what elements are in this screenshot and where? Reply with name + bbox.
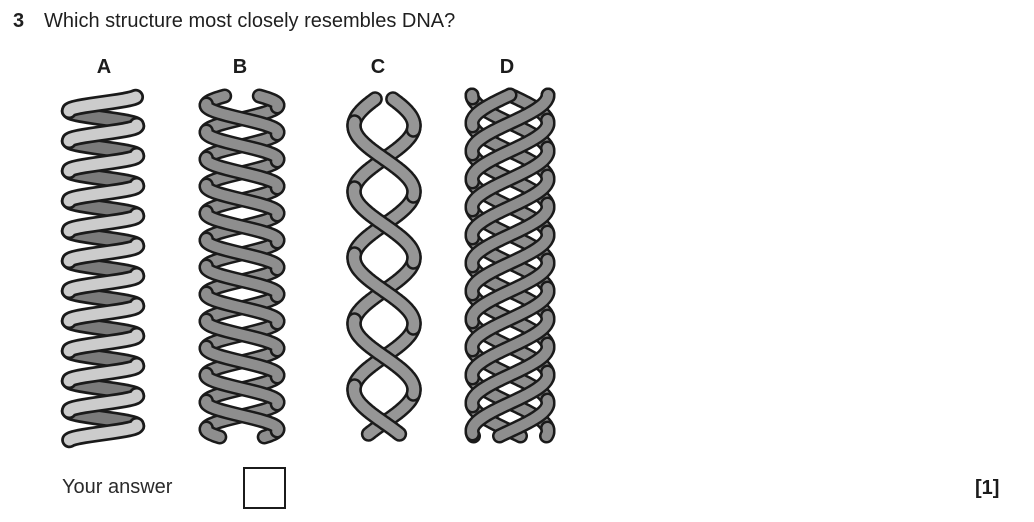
your-answer-label: Your answer bbox=[62, 476, 173, 498]
question-text: Which structure most closely resembles D… bbox=[44, 10, 456, 32]
tight-double-helix-icon bbox=[198, 88, 286, 445]
option-label-d: D bbox=[499, 56, 515, 78]
question-number: 3 bbox=[13, 10, 25, 32]
option-label-c: C bbox=[370, 56, 386, 78]
question-line: 3 Which structure most closely resembles … bbox=[13, 9, 455, 33]
multi-strand-rope-helix-icon bbox=[464, 87, 556, 444]
answer-box[interactable] bbox=[243, 467, 286, 509]
marks-label: [1] bbox=[975, 477, 1000, 499]
option-label-b: B bbox=[232, 56, 248, 78]
loose-double-helix-icon bbox=[346, 91, 422, 442]
option-label-a: A bbox=[96, 56, 112, 78]
single-helix-spring-icon bbox=[60, 88, 146, 449]
